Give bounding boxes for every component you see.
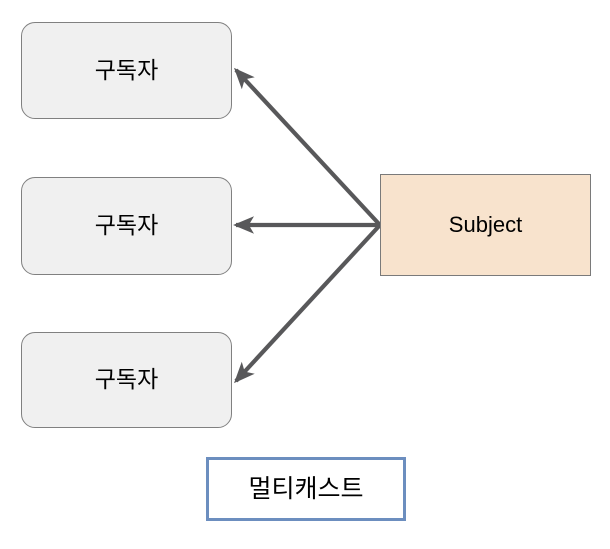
subject-box-label: Subject (448, 211, 523, 237)
subscriber-box-1-label: 구독자 (94, 56, 159, 83)
subscriber-box-3[interactable]: 구독자 (21, 332, 232, 428)
subscriber-box-1[interactable]: 구독자 (21, 22, 232, 119)
caption-box-label: 멀티캐스트 (248, 475, 364, 503)
subscriber-box-3-label: 구독자 (94, 366, 159, 393)
subscriber-box-2-label: 구독자 (94, 212, 159, 239)
subject-box[interactable]: Subject (380, 174, 591, 276)
caption-box[interactable]: 멀티캐스트 (206, 457, 406, 521)
subscriber-box-2[interactable]: 구독자 (21, 177, 232, 275)
arrow-subject-to-subscriber-1 (233, 67, 382, 227)
arrow-subject-to-subscriber-3 (234, 223, 382, 384)
